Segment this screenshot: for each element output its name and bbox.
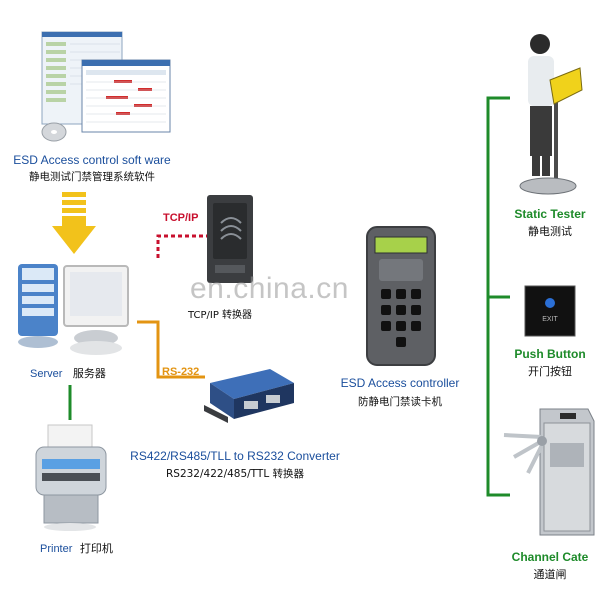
software-subtitle: 静电测试门禁管理系统软件 (29, 171, 155, 183)
access-controller-title: ESD Access controller (340, 376, 460, 390)
printer-label-cn: 打印机 (79, 542, 113, 555)
push-button-title: Push Button (514, 347, 586, 361)
printer-label-en: Printer (40, 543, 73, 555)
exit-button-text: EXIT (542, 316, 558, 323)
push-button-image: EXIT (524, 285, 576, 337)
server-label: Server 服务器 (30, 364, 106, 382)
access-controller-image (365, 225, 437, 367)
server-image (16, 262, 136, 362)
rs232-link-line (137, 320, 205, 379)
tcpip-converter-image (205, 193, 255, 293)
access-controller-subtitle: 防静电门禁读卡机 (358, 396, 442, 408)
software-screenshot (41, 31, 171, 142)
channel-gate-subtitle: 通道闸 (533, 568, 567, 581)
channel-gate-title: Channel Cate (511, 550, 589, 564)
static-tester-title: Static Tester (514, 207, 586, 221)
software-title: ESD Access control soft ware (13, 153, 171, 167)
server-label-cn: 服务器 (72, 367, 106, 380)
rs232-converter-image (200, 365, 300, 425)
server-label-en: Server (30, 368, 63, 380)
rs232-link-label: RS-232 (162, 366, 200, 378)
tcpip-link-line (156, 234, 210, 258)
tcpip-converter-label: TCP/IP 转换器 (187, 310, 253, 321)
converter-title: RS422/RS485/TLL to RS232 Converter (130, 449, 340, 463)
down-arrow-icon (52, 192, 96, 254)
tcpip-link-label: TCP/IP (163, 212, 199, 224)
channel-gate-image (500, 403, 596, 540)
push-button-subtitle: 开门按钮 (528, 365, 572, 378)
static-tester-image (518, 30, 584, 198)
watermark-text: en.china.cn (190, 272, 349, 305)
printer-label: Printer 打印机 (40, 539, 113, 557)
static-tester-subtitle: 静电测试 (528, 225, 572, 238)
converter-subtitle: RS232/422/485/TTL 转换器 (165, 468, 305, 480)
printer-image (30, 424, 110, 535)
